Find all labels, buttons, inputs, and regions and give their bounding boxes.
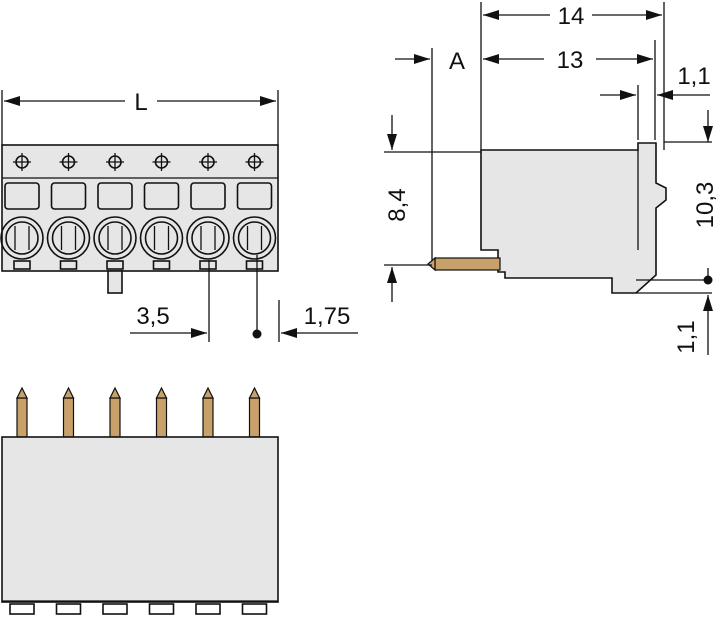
side-pin-tip: [427, 256, 436, 272]
dim-L-label: L: [134, 89, 147, 116]
dim-pitch-arrow: [191, 328, 207, 338]
pcb-pin: [62, 397, 75, 438]
dim-pinbelow-label: 1,1: [673, 320, 700, 353]
dim-13-label: 13: [557, 47, 584, 74]
dim-84-arrow-top: [387, 134, 397, 150]
dim-pinbelow-arrow: [703, 295, 713, 311]
wire-entry-inner: [5, 221, 39, 255]
wire-entry-inner: [51, 221, 86, 255]
dim-A-arrow: [414, 54, 430, 64]
dim-84-arrow-bottom: [387, 267, 397, 283]
dim-offset-label: 1,75: [304, 303, 351, 330]
pcb-pin: [16, 397, 28, 438]
lower-notch: [152, 260, 171, 270]
wire-entry-outer: [232, 216, 277, 260]
bottom-tooth: [102, 603, 128, 615]
wire-entry-outer: [139, 216, 184, 260]
lower-notch: [106, 260, 124, 270]
wire-entry-outer: [46, 216, 91, 260]
pcb-pin-tip: [155, 386, 168, 399]
wire-entry-outer: [0, 216, 44, 260]
wire-entry-inner: [144, 221, 179, 255]
push-button: [50, 182, 87, 210]
bottom-tooth: [148, 603, 175, 615]
lower-notch: [13, 260, 31, 270]
dim-offset-dot: [252, 329, 262, 339]
front-housing: [1, 144, 279, 272]
pcb-pin-tip: [248, 386, 261, 399]
wire-entry-inner: [98, 221, 132, 255]
bottom-tooth: [195, 603, 221, 615]
front-view: L 3,5 1,75: [0, 89, 358, 342]
pcb-pin-tip: [202, 386, 214, 399]
bottom-tooth: [55, 603, 82, 615]
front-peg-1: [107, 270, 123, 294]
lower-notch: [199, 260, 217, 270]
lower-notch: [245, 260, 264, 270]
dim-step-label: 1,1: [677, 63, 710, 90]
wire-entry-inner: [191, 221, 225, 255]
side-view: 14 13 A 1,1 8,4: [384, 2, 719, 355]
dim-13-arrow-right: [637, 54, 653, 64]
bottom-housing: [1, 436, 279, 603]
push-button: [236, 182, 273, 210]
dim-14-arrow-right: [646, 10, 662, 20]
pcb-pin-tip: [62, 386, 75, 399]
push-button: [97, 182, 133, 210]
dim-step-arrow-right: [657, 90, 673, 100]
dim-L-arrow-right: [260, 96, 276, 106]
wire-entry-outer: [93, 216, 137, 260]
pcb-pin: [202, 397, 214, 438]
pcb-pin: [109, 397, 121, 438]
dim-84-label: 8,4: [384, 188, 411, 221]
dim-103-label: 10,3: [692, 182, 719, 229]
bottom-pins: [16, 386, 261, 438]
dim-step-arrow-left: [620, 90, 636, 100]
push-button: [4, 182, 40, 210]
dim-offset-arrow: [281, 328, 297, 338]
pcb-pin-tip: [109, 386, 121, 399]
lower-notch: [59, 260, 78, 270]
bottom-view: [1, 386, 279, 615]
bottom-tooth: [9, 603, 35, 615]
wire-entry-inner: [237, 221, 272, 255]
dim-103-arrow-top: [703, 126, 713, 142]
pcb-pin: [155, 397, 168, 438]
push-button: [190, 182, 226, 210]
dim-pitch-label: 3,5: [136, 303, 169, 330]
dim-14-arrow-left: [483, 10, 499, 20]
pcb-pin: [248, 397, 261, 438]
dim-14-label: 14: [558, 3, 585, 30]
pcb-pin-tip: [16, 386, 28, 399]
dim-13-arrow-left: [483, 54, 499, 64]
dim-L-arrow-left: [4, 96, 20, 106]
side-pin: [434, 257, 501, 271]
dim-A-label: A: [449, 48, 465, 75]
bottom-teeth: [9, 603, 268, 615]
push-button: [143, 182, 180, 210]
bottom-tooth: [241, 603, 268, 615]
wire-entry-outer: [186, 216, 230, 260]
front-poles: [0, 153, 277, 270]
